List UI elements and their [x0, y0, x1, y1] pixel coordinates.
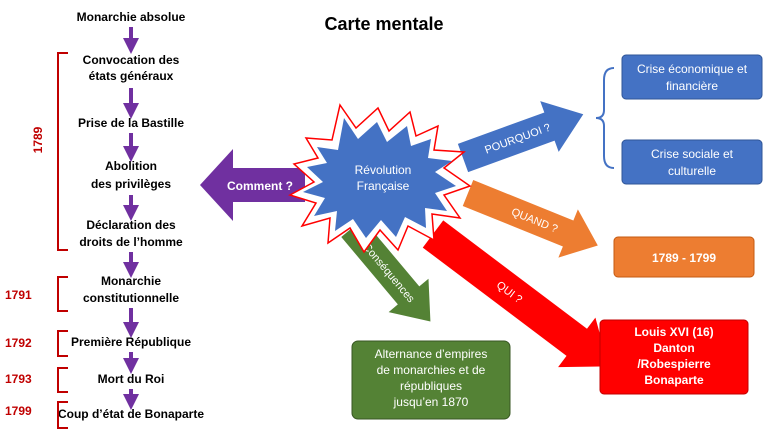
bracket-1793 [57, 367, 68, 393]
timeline: Monarchie absolue Convocation des états … [58, 10, 204, 421]
comment-arrow [200, 149, 305, 221]
box-text: Bonaparte [644, 373, 704, 387]
box-crise-economique: Crise économique et financière [621, 54, 763, 100]
year-label-1789: 1789 [31, 126, 45, 153]
revolution-explosion: Révolution Française [288, 103, 472, 254]
box-text: Alternance d’empires [375, 347, 488, 361]
year-label-1791: 1791 [5, 288, 32, 302]
timeline-step: Mort du Roi [98, 372, 165, 386]
timeline-step: droits de l’homme [79, 235, 183, 249]
center-label: Révolution [355, 163, 412, 177]
box-text: culturelle [668, 164, 716, 178]
bracket-1799 [57, 401, 68, 429]
causes-bracket [595, 67, 615, 169]
box-text: 1789 - 1799 [652, 251, 716, 265]
pourquoi-arrow: POURQUOI ? [457, 101, 584, 173]
box-text: Louis XVI (16) [634, 325, 713, 339]
timeline-step: constitutionnelle [83, 291, 179, 305]
box-crise-sociale: Crise sociale et culturelle [621, 139, 763, 185]
bracket-1792 [57, 330, 68, 357]
box-text: financière [666, 79, 718, 93]
box-text: Danton [653, 341, 694, 355]
qui-arrow: QUI ? [422, 220, 609, 368]
timeline-step: Coup d’état de Bonaparte [58, 407, 204, 421]
year-brackets [57, 52, 68, 429]
box-qui: Louis XVI (16) Danton /Robespierre Bonap… [599, 319, 749, 395]
explosion-fill [303, 118, 456, 238]
center-label: Française [357, 179, 410, 193]
box-text: Crise économique et [637, 62, 748, 76]
timeline-step: Abolition [105, 159, 157, 173]
box-text: jusqu’en 1870 [393, 395, 469, 409]
timeline-step: Prise de la Bastille [78, 116, 184, 130]
timeline-step: Monarchie [101, 274, 161, 288]
box-text: de monarchies et de [377, 363, 486, 377]
box-text: /Robespierre [637, 357, 711, 371]
timeline-step: états généraux [89, 69, 174, 83]
timeline-step: Première République [71, 335, 191, 349]
box-text: Crise sociale et [651, 147, 734, 161]
box-text: républiques [400, 379, 462, 393]
comment-arrow-label: Comment ? [227, 179, 293, 193]
year-labels: 1789 1791 1792 1793 1799 [5, 126, 45, 418]
box-consequences: Alternance d’empires de monarchies et de… [351, 340, 511, 420]
bracket-1791 [57, 276, 68, 312]
year-label-1792: 1792 [5, 336, 32, 350]
box-dates: 1789 - 1799 [613, 236, 755, 278]
timeline-step: Monarchie absolue [77, 10, 186, 24]
timeline-step: Convocation des [83, 53, 180, 67]
timeline-step: Déclaration des [86, 218, 176, 232]
page-title: Carte mentale [324, 14, 443, 34]
timeline-step: des privilèges [91, 177, 171, 191]
year-label-1793: 1793 [5, 372, 32, 386]
year-label-1799: 1799 [5, 404, 32, 418]
bracket-1789 [57, 52, 68, 251]
